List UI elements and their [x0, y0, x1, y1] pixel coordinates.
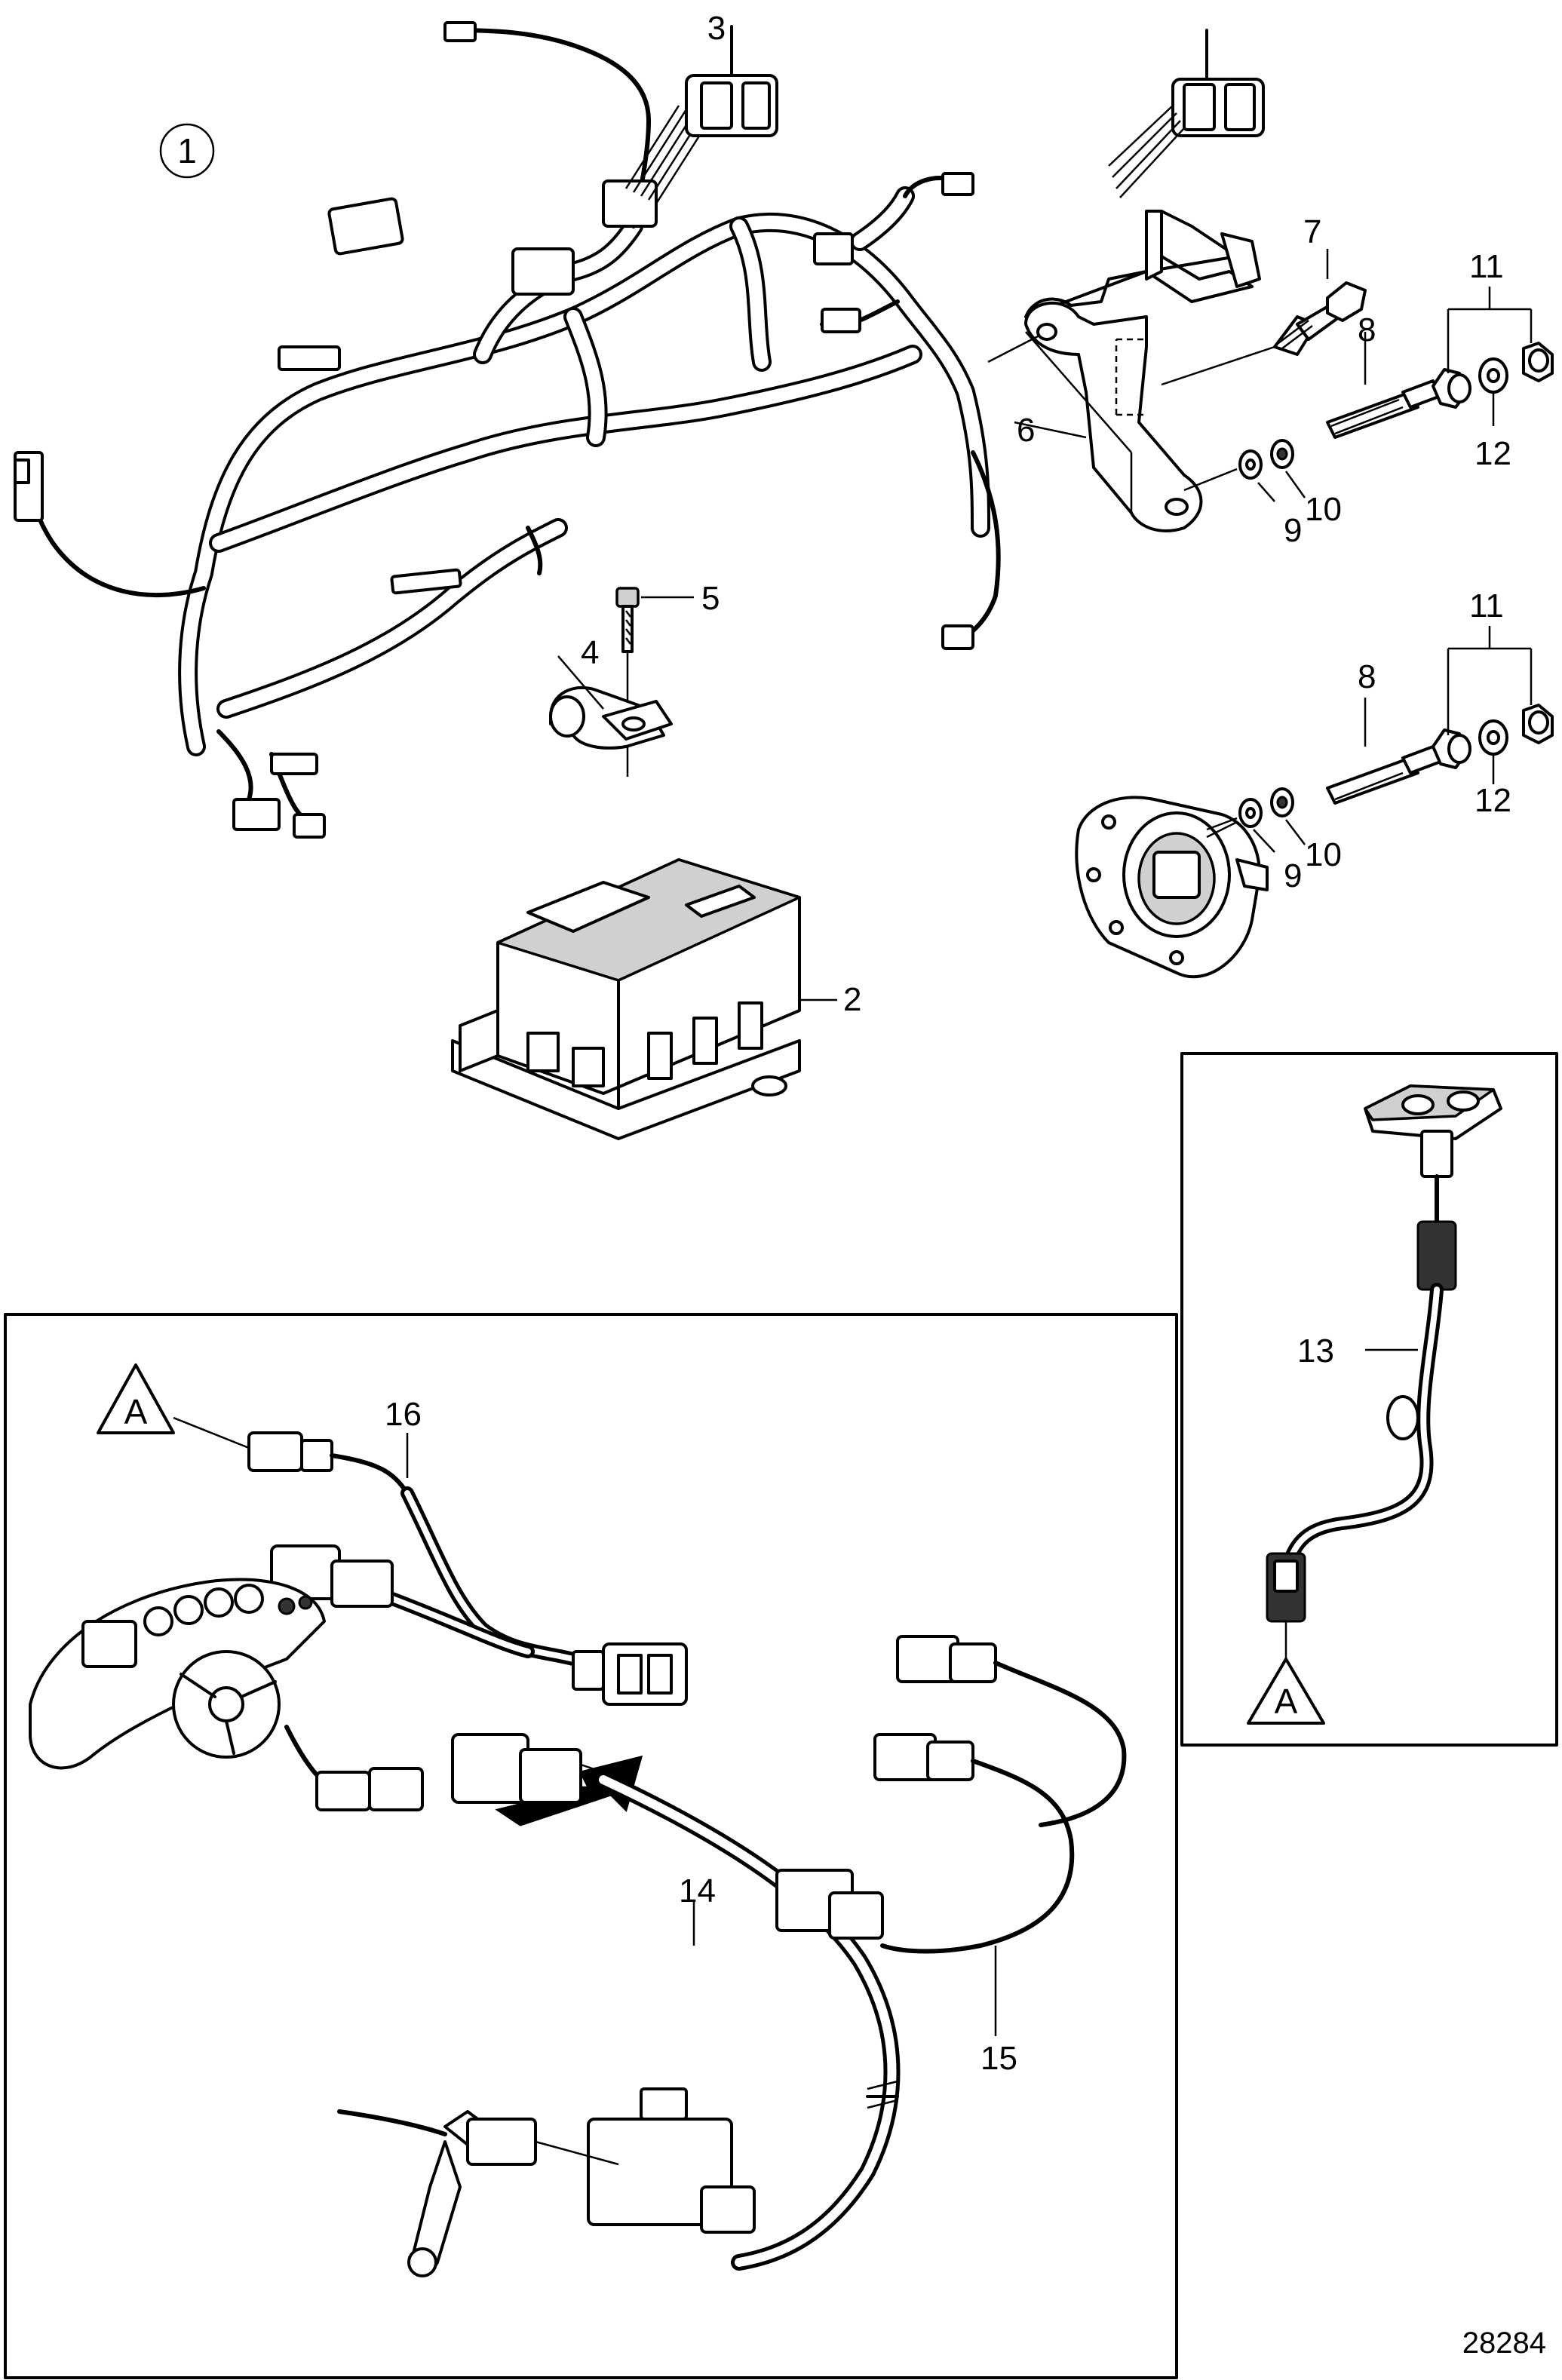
clamp-and-screw	[549, 587, 694, 777]
key-switch-cable	[1247, 1084, 1502, 1725]
callout-8-bottom: 8	[1358, 658, 1376, 695]
callout-1: 1	[159, 123, 215, 179]
main-wiring-harness	[14, 21, 1001, 839]
cable-14	[337, 1733, 901, 2277]
callout-15: 15	[980, 2040, 1017, 2077]
inset-box-bottom	[4, 1313, 1178, 2379]
callout-14: 14	[679, 1872, 716, 1909]
callout-16: 16	[385, 1396, 422, 1433]
callout-11-top: 11	[1469, 248, 1504, 285]
callout-4: 4	[581, 634, 599, 671]
cable-16	[97, 1363, 688, 1706]
bracket-assembly	[987, 29, 1554, 532]
callout-12-bottom: 12	[1475, 782, 1511, 819]
callout-6: 6	[1017, 412, 1035, 449]
cable-15	[775, 1635, 1127, 2036]
callout-8-top: 8	[1358, 311, 1376, 348]
inset-box-right	[1180, 1052, 1558, 1747]
marker-a-right: A	[1275, 1682, 1298, 1721]
dashboard-and-arrow	[29, 1578, 643, 1826]
callout-13: 13	[1297, 1333, 1334, 1369]
relay-box	[451, 858, 837, 1140]
callout-7: 7	[1303, 213, 1321, 250]
callout-11-bottom: 11	[1469, 587, 1504, 624]
callout-2: 2	[843, 981, 861, 1018]
figure-reference-number: 28284	[1462, 2326, 1546, 2360]
callout-12-top: 12	[1475, 435, 1511, 472]
callout-9-top: 9	[1284, 512, 1302, 549]
callout-10-top: 10	[1305, 491, 1342, 528]
callout-5: 5	[701, 580, 720, 617]
callout-1-label: 1	[177, 131, 197, 170]
callout-10-bottom: 10	[1305, 836, 1342, 873]
callout-3-left: 3	[707, 10, 726, 47]
marker-a-left: A	[124, 1392, 148, 1431]
flange-stud-assembly	[1075, 626, 1554, 979]
callout-9-bottom: 9	[1284, 857, 1302, 894]
